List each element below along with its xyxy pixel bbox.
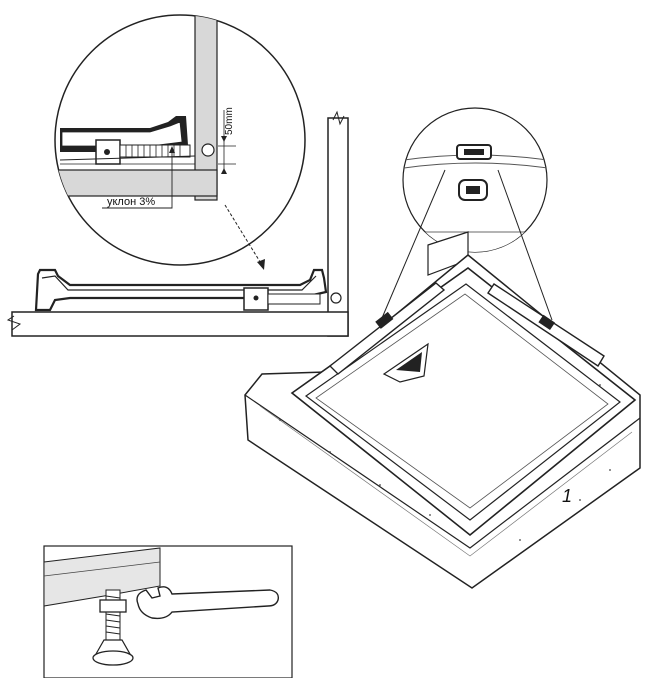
break-mark-floor	[6, 315, 22, 331]
lock-nut	[99, 599, 127, 613]
bracket-mount-left	[375, 311, 394, 329]
projection-lines	[381, 169, 553, 321]
floor-section	[55, 169, 218, 197]
item-number-label: 1	[562, 486, 572, 506]
wrench-icon	[136, 586, 280, 620]
wall	[327, 117, 349, 337]
tray-isometric-view: 1	[244, 231, 641, 589]
floor	[11, 311, 349, 337]
dimension-label-50mm: 50mm	[224, 107, 235, 135]
bracket-magnifier	[402, 107, 548, 253]
bracket-mount-right	[538, 314, 556, 331]
slope-label: уклон 3%	[107, 196, 155, 208]
tray-underside	[43, 547, 161, 607]
drain-outlet	[201, 143, 215, 157]
adjusting-screw	[119, 144, 191, 158]
drain-outlet-small	[330, 292, 342, 304]
tray-inner-well	[304, 283, 621, 521]
tray-cross-section	[6, 110, 349, 337]
break-mark-wall	[332, 110, 345, 126]
detail-magnifier: 50mm уклон 3%	[54, 14, 306, 266]
threaded-stem	[105, 589, 121, 641]
foot-adjustment-inset	[43, 545, 293, 678]
side-bracket-left	[328, 282, 446, 375]
drain-cutout	[382, 342, 429, 383]
detail-arrow	[224, 204, 265, 270]
slope-leader-line	[102, 150, 173, 209]
